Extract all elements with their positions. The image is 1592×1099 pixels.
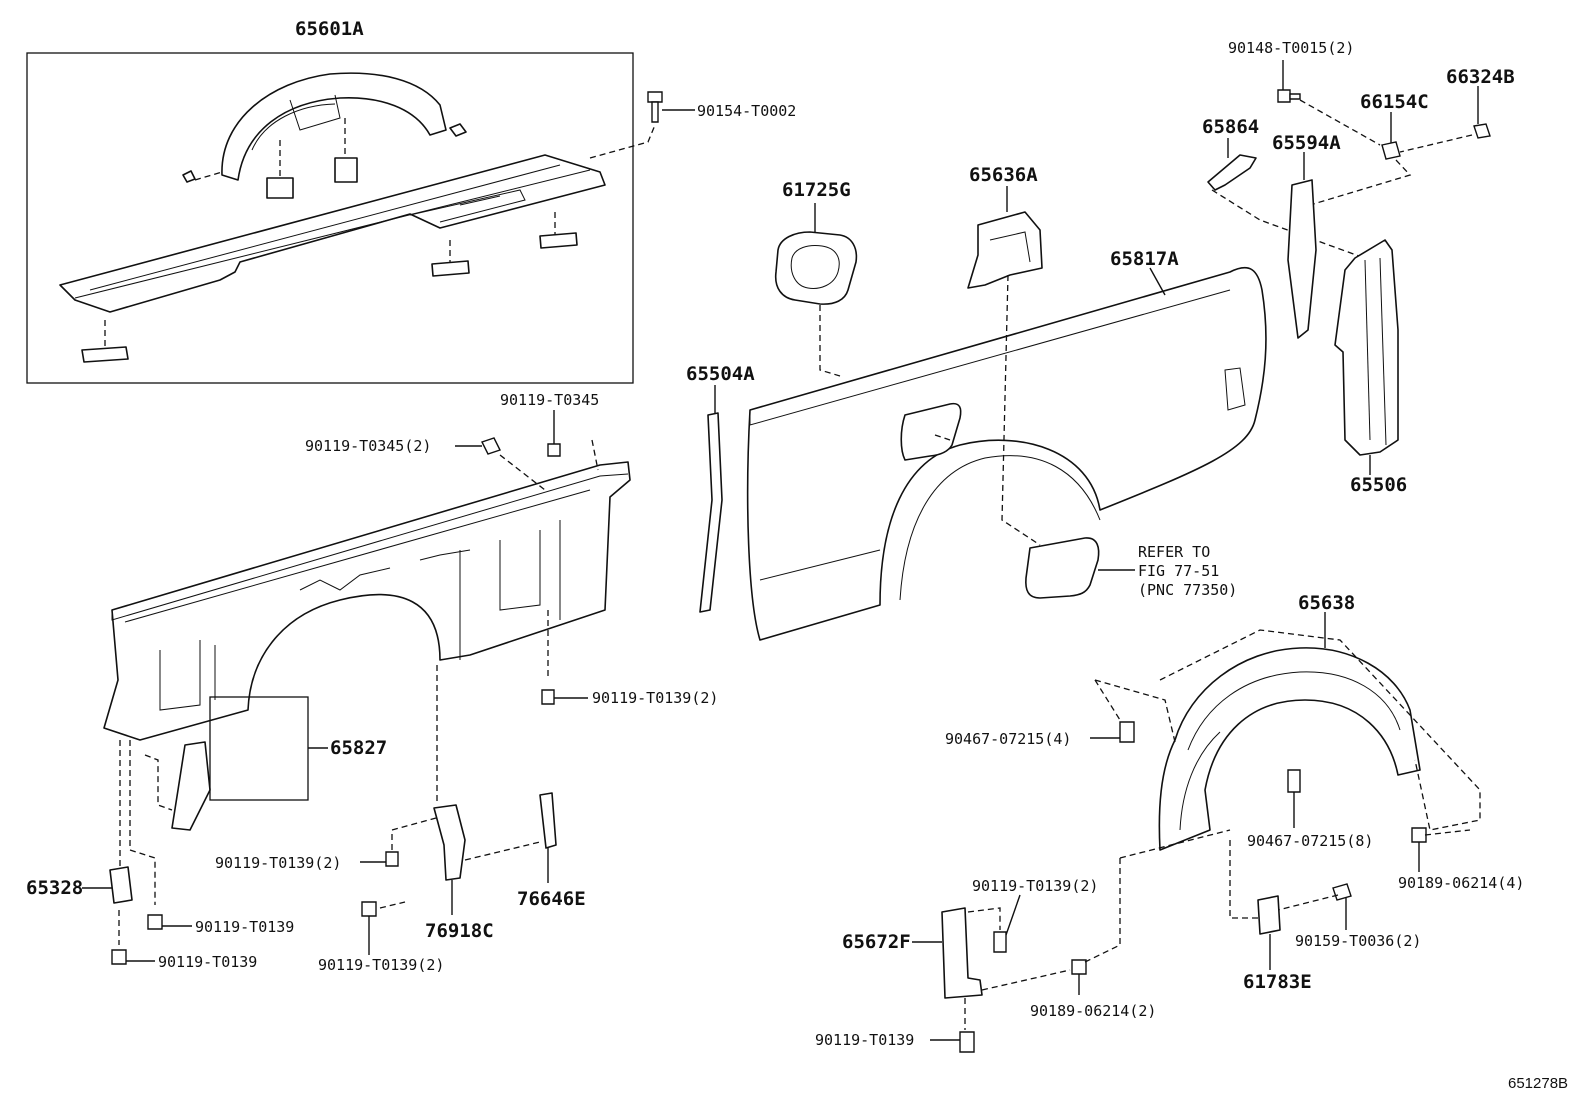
- label-65817A: 65817A: [1110, 248, 1179, 270]
- label-90189-06214-x4: 90189-06214(4): [1398, 874, 1524, 892]
- plate-61783E: [1257, 895, 1281, 935]
- label-90119-T0139-a: 90119-T0139: [195, 918, 294, 936]
- group-65601A: [26, 52, 656, 384]
- label-65864: 65864: [1202, 116, 1259, 138]
- label-refer-line3: (PNC 77350): [1138, 581, 1237, 599]
- figure-id: 651278B: [1508, 1075, 1568, 1092]
- callout-labels: 65601A 90154-T0002 90148-T0015(2) 66324B…: [26, 18, 1568, 1092]
- bolt-90154-T0002: [647, 91, 695, 123]
- bracket-1: [266, 177, 294, 199]
- label-90119-T0139-b: 90119-T0139: [158, 953, 257, 971]
- pad-3: [539, 232, 578, 249]
- label-90119-T0139-c: 90119-T0139: [815, 1031, 914, 1049]
- label-61725G: 61725G: [782, 179, 851, 201]
- clip-76646E: [539, 792, 557, 883]
- pad-2: [431, 260, 470, 277]
- group-box-65601A: [26, 52, 634, 384]
- fasteners-lower-right: [1090, 721, 1471, 970]
- label-90148-T0015: 90148-T0015(2): [1228, 39, 1354, 57]
- label-90119-T0139-x2-c: 90119-T0139(2): [318, 956, 444, 974]
- label-90119-T0139-x2-b: 90119-T0139(2): [215, 854, 341, 872]
- label-90189-06214-x2: 90189-06214(2): [1030, 1002, 1156, 1020]
- fender-65817A: [746, 266, 1267, 641]
- liner-65638: [1094, 612, 1481, 851]
- label-76918C: 76918C: [425, 920, 494, 942]
- label-65827: 65827: [330, 737, 387, 759]
- label-65601A: 65601A: [295, 18, 364, 40]
- bracket-65636A: [934, 186, 1043, 546]
- retainer-66154C: [1309, 112, 1412, 206]
- bed-inner-panel: [82, 439, 631, 945]
- label-76646E: 76646E: [517, 888, 586, 910]
- label-65594A: 65594A: [1272, 132, 1341, 154]
- bolt-90148-T0015: [1277, 60, 1381, 146]
- label-65672F: 65672F: [842, 931, 911, 953]
- label-66154C: 66154C: [1360, 91, 1429, 113]
- plate-65594A: [1287, 152, 1317, 339]
- pillar-65506: [1334, 239, 1399, 475]
- strip-65504A: [699, 385, 723, 613]
- clip-2: [449, 123, 467, 137]
- label-90119-T0345: 90119-T0345: [500, 391, 599, 409]
- pad-1: [81, 346, 129, 363]
- bracket-65827: [171, 741, 211, 831]
- fasteners-mid-left: [111, 410, 588, 965]
- label-65504A: 65504A: [686, 363, 755, 385]
- wheelhouse-arch: [221, 72, 447, 181]
- bracket-76918C: [433, 804, 541, 915]
- label-90119-T0345-x2: 90119-T0345(2): [305, 437, 431, 455]
- label-65328: 65328: [26, 877, 83, 899]
- label-90467-07215-x8: 90467-07215(8): [1247, 832, 1373, 850]
- label-65638: 65638: [1298, 592, 1355, 614]
- label-refer-line2: FIG 77-51: [1138, 562, 1219, 580]
- fuel-lid: [1025, 537, 1135, 599]
- clip-1: [182, 170, 196, 183]
- label-90154-T0002: 90154-T0002: [697, 102, 796, 120]
- label-65636A: 65636A: [969, 164, 1038, 186]
- label-90159-T0036: 90159-T0036(2): [1295, 932, 1421, 950]
- ring-61725G: [774, 203, 858, 377]
- label-refer-line1: REFER TO: [1138, 543, 1210, 561]
- stay-65864: [1207, 138, 1371, 261]
- label-90119-T0139-x2-a: 90119-T0139(2): [592, 689, 718, 707]
- nut-66324B: [1399, 86, 1491, 153]
- label-90467-07215-x4: 90467-07215(4): [945, 730, 1071, 748]
- bracket-2: [334, 157, 358, 183]
- label-90119-T0139-x2-d: 90119-T0139(2): [972, 877, 1098, 895]
- label-66324B: 66324B: [1446, 66, 1515, 88]
- bracket-65328: [109, 866, 133, 904]
- bracket-65672F: [912, 829, 1231, 1053]
- label-61783E: 61783E: [1243, 971, 1312, 993]
- fuel-lid-opening: [900, 402, 962, 461]
- label-65506: 65506: [1350, 474, 1407, 496]
